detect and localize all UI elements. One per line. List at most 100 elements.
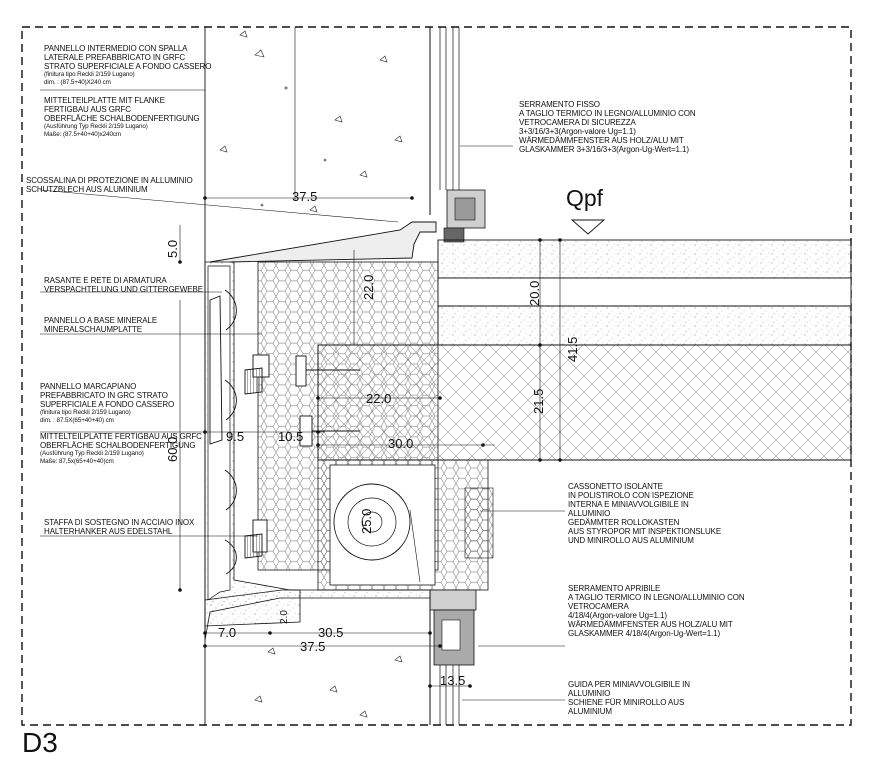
label-line: dim. : 87.5X(65+40+40) cm — [40, 417, 114, 424]
label-pannello-intermedio: PANNELLO INTERMEDIO CON SPALLA LATERALE … — [44, 44, 211, 87]
label-mittelteilplatte-flanke: MITTELTEILPLATTE MIT FLANKE FERTIGBAU AU… — [44, 96, 200, 139]
label-line: (Ausführung Typ Reckli 2/159 Lugano) — [44, 123, 148, 130]
label-line: FERTIGBAU AUS GRFC — [44, 105, 131, 114]
label-line: 4/18/4(Argon-valore Ug=1.1) — [568, 611, 667, 620]
label-serramento-apribile: SERRAMENTO APRIBILE A TAGLIO TERMICO IN … — [568, 584, 745, 638]
label-line: Maße: (87.5+40+40)x240cm — [44, 131, 122, 138]
label-line: OBERFLÄCHE SCHALBODENFERTIGUNG — [40, 441, 196, 450]
label-line: VETROCAMERA — [568, 602, 629, 611]
dimension-text: 60.0 — [165, 436, 180, 462]
dimension-text: 22.0 — [366, 391, 392, 406]
fixed-window — [429, 27, 486, 243]
label-line: LATERALE PREFABBRICATO IN GRFC — [44, 53, 186, 62]
label-scossalina: SCOSSALINA DI PROTEZIONE IN ALLUMINIO SC… — [26, 176, 193, 194]
label-line: OBERFLÄCHE SCHALBODENFERTIGUNG — [44, 114, 200, 123]
label-line: GLASKAMMER 3+3/16/3+3(Argon-Ug-Wert=1.1) — [519, 145, 689, 154]
dimension-text: 37.5 — [292, 189, 318, 204]
upper-panel — [219, 30, 403, 213]
label-line: ALLUMINIO — [568, 509, 611, 518]
label-line: PANNELLO A BASE MINERALE — [44, 316, 158, 325]
steel-brackets — [209, 289, 360, 575]
label-line: MITTELTEILPLATTE MIT FLANKE — [44, 96, 165, 105]
label-line: A TAGLIO TERMICO IN LEGNO/ALLUMINIO CON — [519, 109, 696, 118]
label-cassonetto: CASSONETTO ISOLANTE IN POLISTIROLO CON I… — [568, 482, 721, 545]
label-line: CASSONETTO ISOLANTE — [568, 482, 663, 491]
dimension-text: 5.0 — [165, 239, 180, 258]
dimension-text: 20.0 — [527, 280, 542, 306]
label-line: SCOSSALINA DI PROTEZIONE IN ALLUMINIO — [26, 176, 193, 185]
dimension-text: 10.5 — [278, 429, 304, 444]
label-pannello-marcapiano: PANNELLO MARCAPIANO PREFABBRICATO IN GRC… — [40, 382, 174, 425]
label-line: ALUMINIUM — [568, 707, 612, 716]
leader-lines — [39, 89, 565, 701]
label-staffa: STAFFA DI SOSTEGNO IN ACCIAIO INOX HALTE… — [44, 518, 194, 536]
label-line: UND MINIROLLO AUS ALUMINIUM — [568, 536, 694, 545]
label-line: WÄRMEDÄMMFENSTER AUS HOLZ/ALU MIT — [519, 136, 684, 145]
label-line: SERRAMENTO FISSO — [519, 100, 600, 109]
label-line: SCHUTZBLECH AUS ALUMINIUM — [26, 185, 148, 194]
label-mittelteilplatte-fertigbau: MITTELTEILPLATTE FERTIGBAU AUS GRFC OBER… — [40, 432, 202, 466]
dimension-text: 13.5 — [440, 673, 466, 688]
label-line: SERRAMENTO APRIBILE — [568, 584, 661, 593]
label-line: SUPERFICIALE A FONDO CASSERO — [40, 400, 175, 409]
label-guida: GUIDA PER MINIAVVOLGIBILE IN ALLUMINIO S… — [568, 680, 690, 716]
label-line: MITTELTEILPLATTE FERTIGBAU AUS GRFC — [40, 432, 202, 441]
dimension-text: 41.5 — [565, 336, 580, 362]
dimension-text: 25.0 — [359, 508, 374, 534]
dimension-text: 9.5 — [226, 429, 245, 444]
label-line: MINERALSCHAUMPLATTE — [44, 325, 142, 334]
label-line: (finitura tipo Reckli 2/159 Lugano) — [44, 71, 135, 78]
dimension-text: 30.5 — [318, 625, 344, 640]
label-line: PANNELLO INTERMEDIO CON SPALLA — [44, 44, 188, 53]
label-line: IN POLISTIROLO CON ISPEZIONE — [568, 491, 694, 500]
shutter-cover — [464, 487, 494, 559]
label-line: GUIDA PER MINIAVVOLGIBILE IN — [568, 680, 690, 689]
label-line: STAFFA DI SOSTEGNO IN ACCIAIO INOX — [44, 518, 195, 527]
floor-screed-top — [437, 239, 852, 279]
label-line: Maße: 87,5x(65+40+40)cm — [40, 458, 114, 465]
dimension-text: 2.0 — [279, 610, 290, 624]
floor-screed-low — [437, 305, 852, 346]
dimension-ticks — [178, 196, 562, 688]
panel-grfc — [207, 265, 231, 601]
section-marker-text: Qpf — [566, 185, 604, 211]
label-line: ALLUMINIO — [568, 689, 611, 698]
label-line: PREFABBRICATO IN GRC STRATO — [40, 391, 168, 400]
lower-panel-marks — [254, 647, 403, 718]
opening-window — [429, 589, 477, 725]
qpf-marker — [570, 219, 606, 235]
label-line: A TAGLIO TERMICO IN LEGNO/ALLUMINIO CON — [568, 593, 745, 602]
label-pannello-minerale: PANNELLO A BASE MINERALE MINERALSCHAUMPL… — [44, 316, 157, 334]
dimension-text: 30.0 — [388, 436, 414, 451]
roller-core — [361, 511, 383, 533]
flashing — [209, 221, 437, 263]
dimension-text: 37.5 — [300, 639, 326, 654]
label-line: (Ausführung Typ Reckli 2/159 Lugano) — [40, 450, 144, 457]
sill-panel — [204, 589, 301, 627]
label-line: PANNELLO MARCAPIANO — [40, 382, 137, 391]
dimension-text: 21.5 — [531, 388, 546, 414]
floor-insulation — [437, 277, 852, 307]
label-line: AUS STYROPOR MIT INSPEKTIONSLUKE — [568, 527, 722, 536]
dimension-text: 22.0 — [361, 274, 376, 300]
label-line: VERSPACHTELUNG UND GITTERGEWEBE — [44, 285, 203, 294]
label-line: HALTERHANKER AUS EDELSTAHL — [44, 527, 173, 536]
dimension-lines — [179, 197, 561, 687]
label-line: dim. : (87.5+40)X240 cm — [44, 79, 111, 86]
label-line: INTERNA E MINIAVVOLGIBILE IN — [568, 500, 689, 509]
label-line: 3+3/16/3+3(Argon-valore Ug=1.1) — [519, 127, 636, 136]
label-serramento-fisso: SERRAMENTO FISSO A TAGLIO TERMICO IN LEG… — [519, 100, 696, 154]
label-line: GLASKAMMER 4/18/4(Argon-Ug-Wert=1.1) — [568, 629, 721, 638]
label-line: SCHIENE FÜR MINIROLLO AUS — [568, 698, 685, 707]
label-line: VETROCAMERA DI SICUREZZA — [519, 118, 636, 127]
dimension-text: 7.0 — [218, 625, 237, 640]
label-line: STRATO SUPERFICIALE A FONDO CASSERO — [44, 62, 212, 71]
label-line: WÄRMEDÄMMFENSTER AUS HOLZ/ALU MIT — [568, 620, 733, 629]
label-line: (finitura tipo Reckli 2/159 Lugano) — [40, 409, 131, 416]
label-line: GEDÄMMTER ROLLOKASTEN — [568, 518, 680, 527]
concrete-slab — [317, 344, 852, 461]
detail-title: D3 — [22, 727, 58, 758]
label-line: RASANTE E RETE DI ARMATURA — [44, 276, 167, 285]
